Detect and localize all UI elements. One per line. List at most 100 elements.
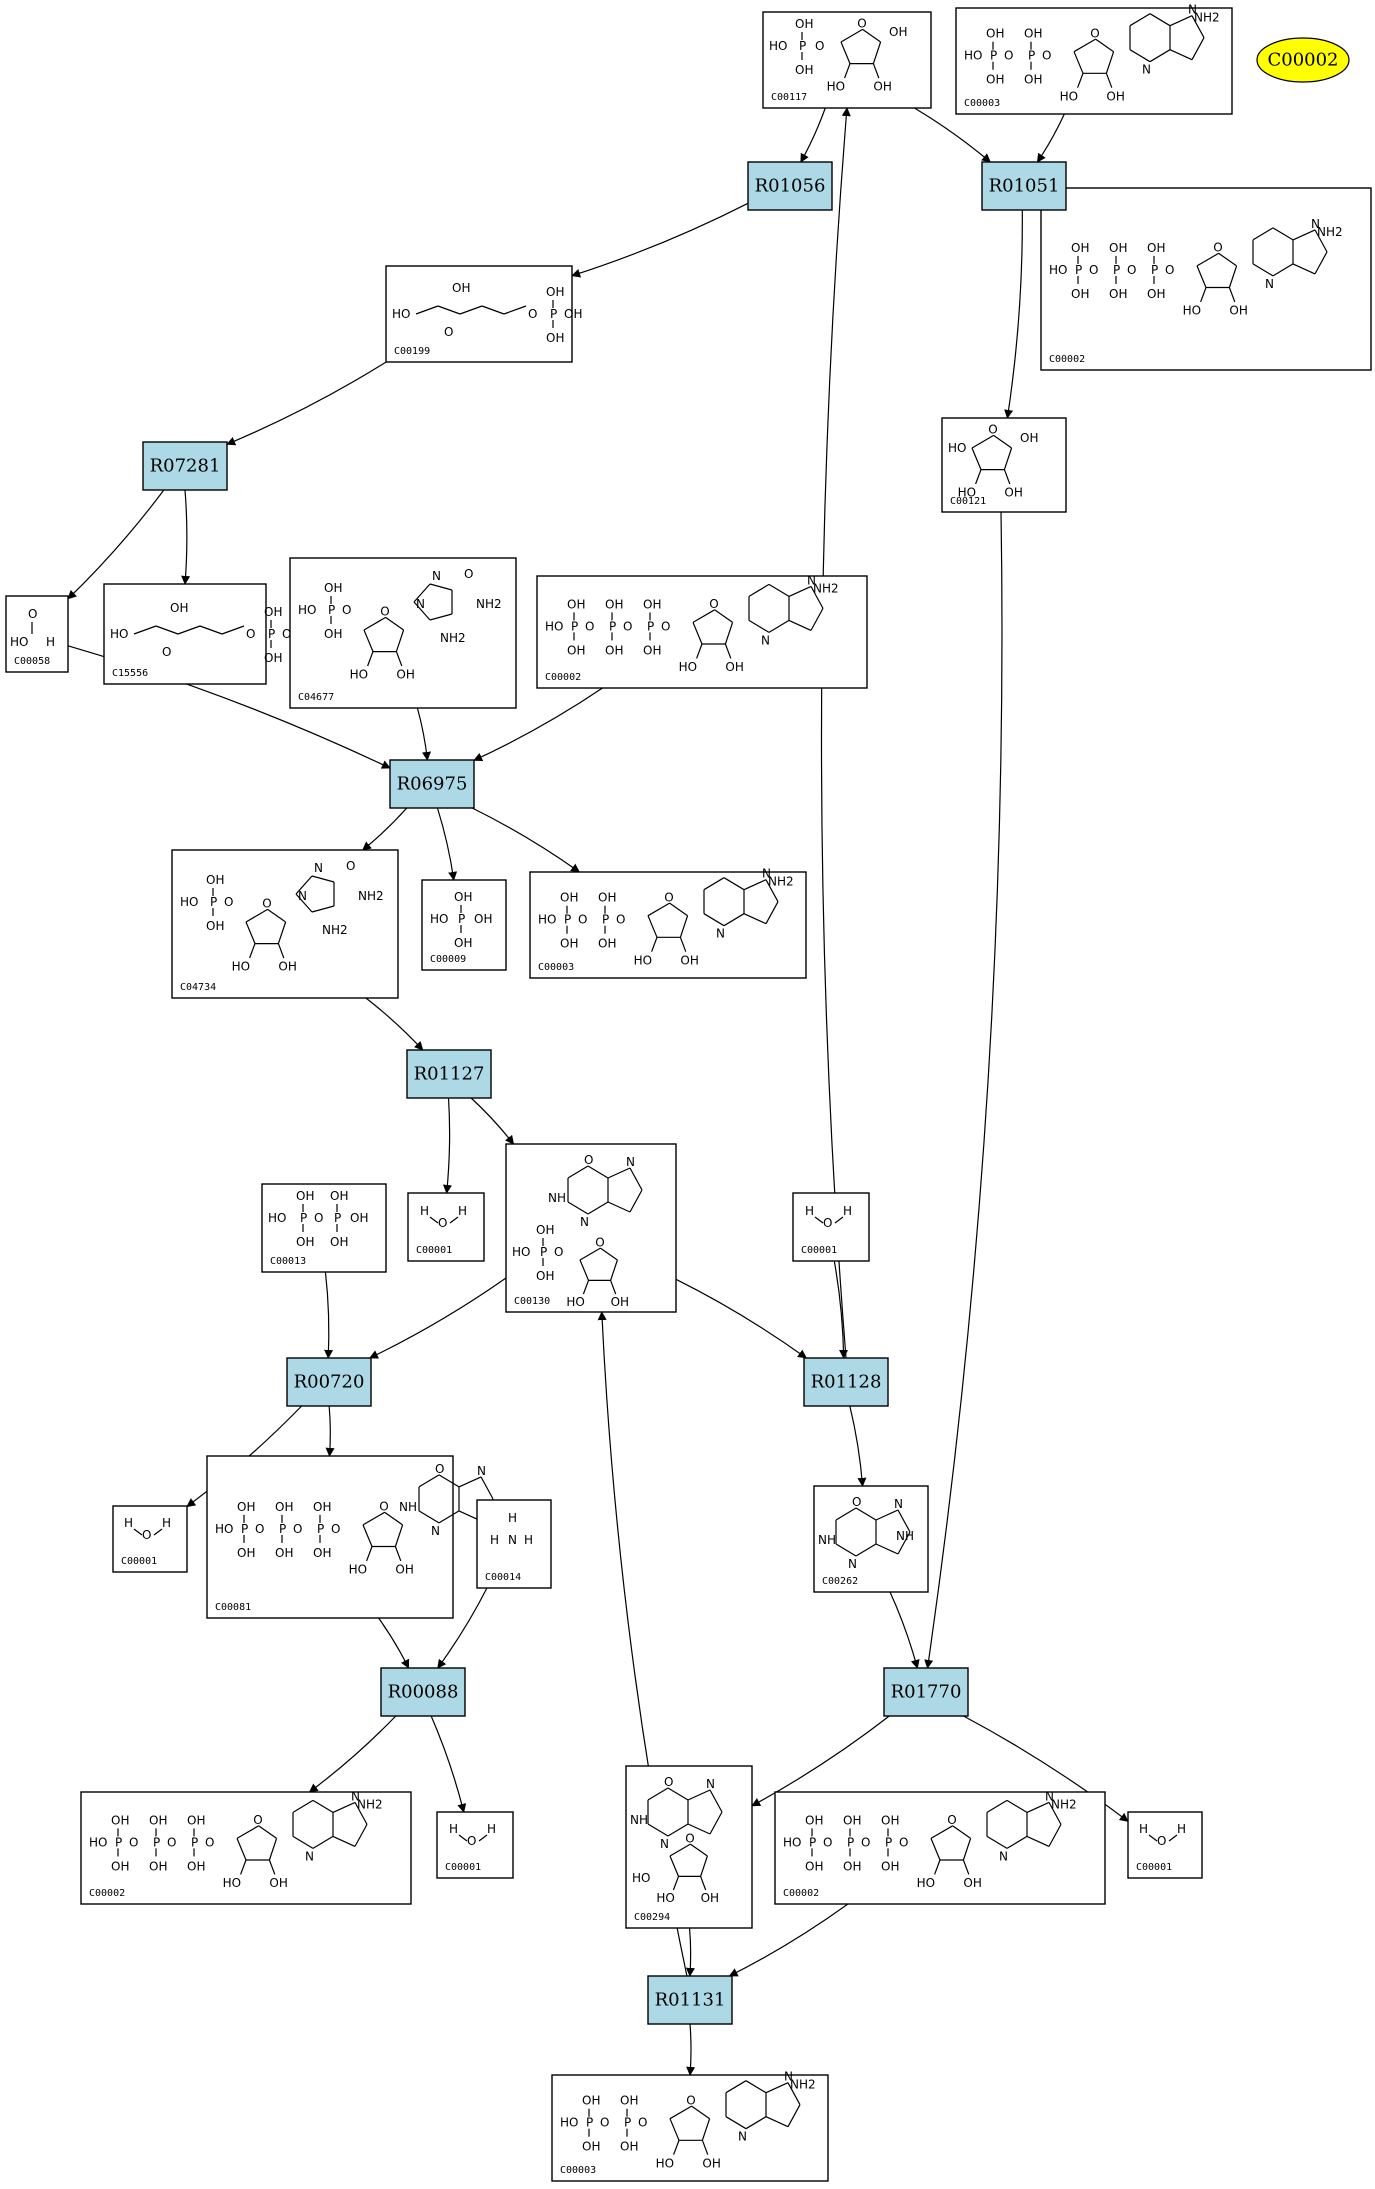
atom-label: OH [805, 1859, 823, 1873]
atom-label: O [1089, 263, 1098, 277]
atom-label: P [115, 1835, 122, 1849]
bond-line [249, 943, 256, 959]
atom-label: HO [656, 2156, 674, 2170]
bond-line [418, 1510, 440, 1524]
bond-line [332, 1835, 356, 1847]
atom-label: OH [296, 1189, 314, 1203]
compound-id-label: C00262 [822, 1576, 858, 1587]
atom-label: O [346, 859, 355, 873]
bond-line [277, 921, 287, 944]
reaction-r01131[interactable]: R01131 [647, 1975, 733, 2025]
reaction-r00088[interactable]: R00088 [380, 1667, 466, 1717]
compound-id-label: C15556 [112, 668, 148, 679]
reaction-r07281[interactable]: R07281 [142, 441, 228, 491]
bond-line [236, 1838, 247, 1861]
bond-line [855, 1507, 877, 1521]
bond-line [1149, 13, 1171, 27]
atom-label: N [416, 597, 425, 611]
reaction-r01770[interactable]: R01770 [883, 1667, 969, 1717]
compound-id-label: C00014 [485, 1572, 521, 1583]
compound-id-label: C00081 [215, 1602, 251, 1613]
reaction-r01051[interactable]: R01051 [981, 161, 1067, 211]
reaction-label: R01131 [655, 1990, 726, 2011]
reaction-r00720[interactable]: R00720 [286, 1357, 372, 1407]
atom-label: N [716, 927, 725, 941]
bond-line [292, 1835, 314, 1849]
atom-label: O [815, 39, 824, 53]
bond-line [690, 1843, 708, 1857]
bond-line [669, 1843, 691, 1857]
atom-label: OH [264, 605, 282, 619]
bond-line [930, 1825, 953, 1839]
reaction-r01056[interactable]: R01056 [747, 161, 833, 211]
atom-label: OH [605, 597, 623, 611]
atom-label: HO [180, 895, 198, 909]
reaction-r06975[interactable]: R06975 [389, 759, 475, 809]
atom-label: OH [546, 285, 564, 299]
bond-line [367, 651, 374, 667]
bond-line [745, 2080, 767, 2094]
atom-label: P [458, 912, 465, 926]
bond-line [587, 1201, 609, 1215]
compound-c15556[interactable]: HOOHOOOHPOHOHC15556 [103, 583, 300, 685]
atom-label: OH [546, 331, 564, 345]
atom-label: OH [567, 597, 585, 611]
bond-line [429, 613, 453, 621]
legend-compound[interactable]: C00002 [1256, 37, 1350, 83]
bond-line [725, 2080, 747, 2094]
atom-label: HO [10, 635, 28, 649]
bond-line [458, 1476, 482, 1488]
atom-label: OH [702, 2156, 720, 2170]
atom-label: OH [111, 1813, 129, 1827]
reaction-r01127[interactable]: R01127 [406, 1049, 492, 1099]
bond-line [673, 2140, 680, 2155]
atom-label: NH [896, 1529, 914, 1543]
bond-line [1105, 73, 1113, 88]
atom-label: HO [268, 1211, 286, 1225]
bond-line [872, 41, 882, 64]
atom-label: O [205, 1835, 214, 1849]
bond-line [567, 1165, 589, 1179]
atom-label: O [554, 1245, 563, 1259]
atom-label: O [293, 1522, 302, 1536]
atom-label: NH2 [322, 923, 348, 937]
reaction-box [647, 1975, 733, 2025]
bond-line [240, 1859, 247, 1875]
edge-arrow [685, 1927, 695, 1977]
atom-label: P [1075, 263, 1082, 277]
atom-label: H [487, 1822, 496, 1836]
bond-line [1003, 447, 1013, 470]
bond-line [312, 1835, 334, 1849]
atom-label: OH [1106, 89, 1124, 103]
bond-line [1191, 15, 1205, 38]
reaction-r01128[interactable]: R01128 [803, 1357, 889, 1407]
atom-label: O [129, 1835, 138, 1849]
atom-label: H [124, 1516, 133, 1530]
edge-arrow [181, 489, 191, 585]
